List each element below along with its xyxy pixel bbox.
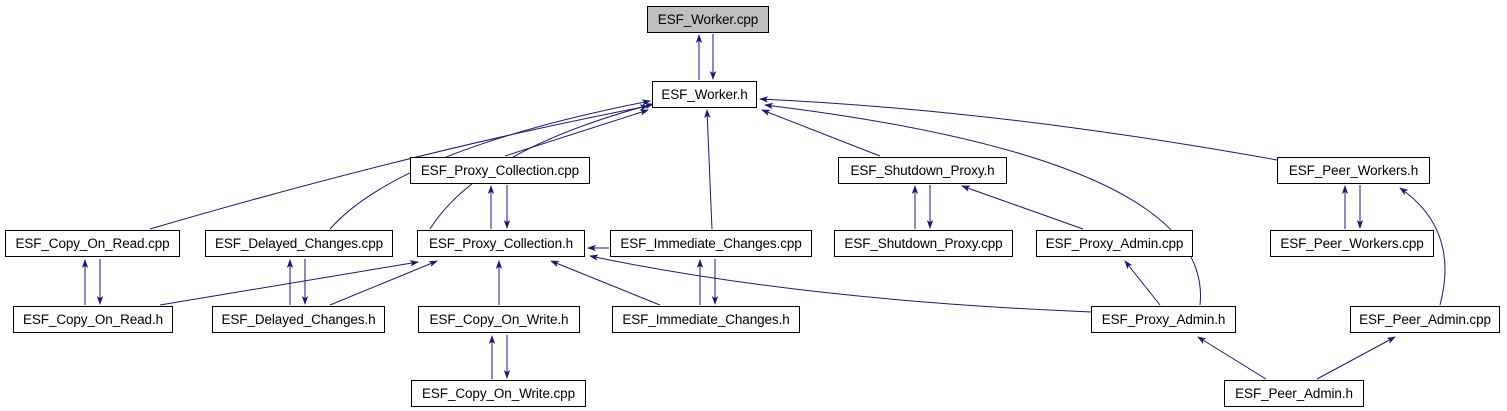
node-esf-peer-admin-cpp[interactable]: ESF_Peer_Admin.cpp bbox=[1350, 306, 1500, 333]
node-esf-copy-on-write-cpp[interactable]: ESF_Copy_On_Write.cpp bbox=[411, 380, 586, 407]
node-label: ESF_Delayed_Changes.h bbox=[221, 311, 376, 327]
node-esf-peer-workers-h[interactable]: ESF_Peer_Workers.h bbox=[1277, 157, 1430, 184]
node-esf-immediate-changes-cpp[interactable]: ESF_Immediate_Changes.cpp bbox=[610, 230, 812, 257]
node-label: ESF_Peer_Admin.h bbox=[1235, 385, 1353, 401]
node-esf-copy-on-read-h[interactable]: ESF_Copy_On_Read.h bbox=[13, 306, 173, 333]
node-esf-copy-on-write-h[interactable]: ESF_Copy_On_Write.h bbox=[418, 306, 580, 333]
node-esf-delayed-changes-h[interactable]: ESF_Delayed_Changes.h bbox=[212, 306, 385, 333]
node-label: ESF_Shutdown_Proxy.cpp bbox=[844, 235, 1003, 251]
node-esf-shutdown-proxy-h[interactable]: ESF_Shutdown_Proxy.h bbox=[838, 157, 1007, 184]
node-label: ESF_Proxy_Admin.cpp bbox=[1045, 235, 1184, 251]
node-esf-delayed-changes-cpp[interactable]: ESF_Delayed_Changes.cpp bbox=[205, 230, 393, 257]
node-esf-worker-h[interactable]: ESF_Worker.h bbox=[652, 81, 757, 108]
node-label: ESF_Proxy_Collection.h bbox=[428, 235, 574, 251]
node-label: ESF_Immediate_Changes.cpp bbox=[620, 235, 802, 251]
node-label: ESF_Worker.h bbox=[661, 86, 748, 102]
node-label: ESF_Copy_On_Read.cpp bbox=[15, 235, 170, 251]
node-label: ESF_Copy_On_Write.h bbox=[429, 311, 569, 327]
node-esf-proxy-admin-cpp[interactable]: ESF_Proxy_Admin.cpp bbox=[1036, 230, 1193, 257]
node-label: ESF_Immediate_Changes.h bbox=[622, 311, 790, 327]
node-label: ESF_Worker.cpp bbox=[657, 11, 759, 27]
node-label: ESF_Peer_Workers.h bbox=[1288, 162, 1419, 178]
node-esf-immediate-changes-h[interactable]: ESF_Immediate_Changes.h bbox=[612, 306, 800, 333]
node-esf-proxy-collection-cpp[interactable]: ESF_Proxy_Collection.cpp bbox=[410, 157, 590, 184]
node-label: ESF_Proxy_Admin.h bbox=[1101, 311, 1226, 327]
node-label: ESF_Shutdown_Proxy.h bbox=[850, 162, 995, 178]
node-label: ESF_Copy_On_Read.h bbox=[22, 311, 164, 327]
node-esf-proxy-admin-h[interactable]: ESF_Proxy_Admin.h bbox=[1091, 306, 1236, 333]
node-esf-peer-workers-cpp[interactable]: ESF_Peer_Workers.cpp bbox=[1270, 230, 1434, 257]
node-esf-worker-cpp[interactable]: ESF_Worker.cpp bbox=[647, 6, 769, 33]
node-label: ESF_Peer_Admin.cpp bbox=[1359, 311, 1491, 327]
node-esf-copy-on-read-cpp[interactable]: ESF_Copy_On_Read.cpp bbox=[5, 230, 180, 257]
node-label: ESF_Delayed_Changes.cpp bbox=[214, 235, 384, 251]
node-label: ESF_Copy_On_Write.cpp bbox=[422, 385, 575, 401]
node-esf-shutdown-proxy-cpp[interactable]: ESF_Shutdown_Proxy.cpp bbox=[834, 230, 1013, 257]
node-label: ESF_Proxy_Collection.cpp bbox=[420, 162, 580, 178]
node-esf-peer-admin-h[interactable]: ESF_Peer_Admin.h bbox=[1224, 380, 1364, 407]
node-label: ESF_Peer_Workers.cpp bbox=[1280, 235, 1424, 251]
node-esf-proxy-collection-h[interactable]: ESF_Proxy_Collection.h bbox=[417, 230, 585, 257]
